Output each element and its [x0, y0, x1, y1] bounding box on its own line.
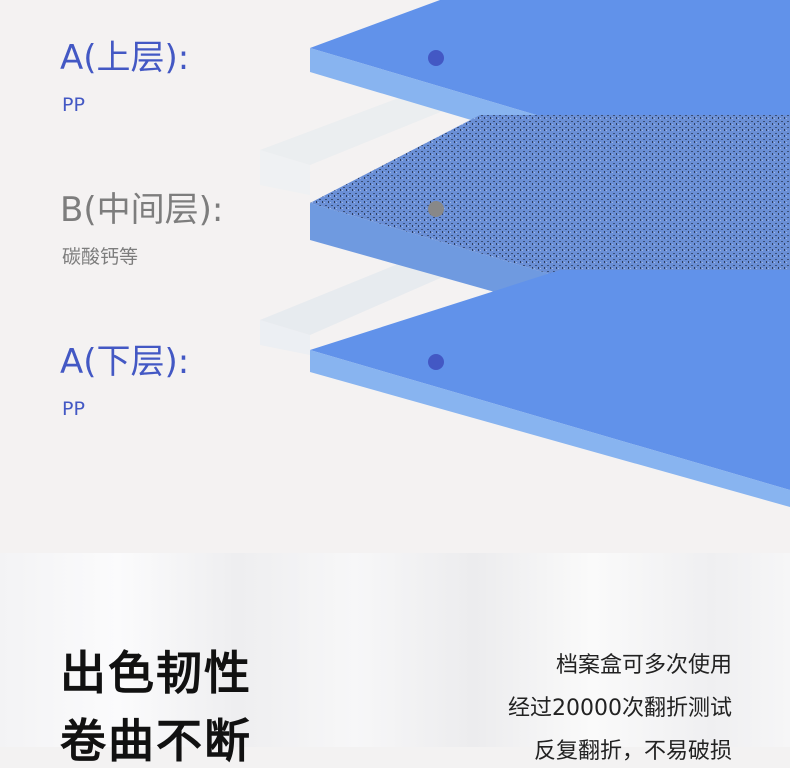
ghost-layer	[260, 150, 310, 195]
feature-desc-line1: 档案盒可多次使用	[555, 653, 732, 678]
layer-a-bottom-label: A(下层):	[60, 342, 190, 382]
layer-a-bottom-material: PP	[62, 398, 85, 420]
layer-a-top-material: PP	[62, 94, 85, 116]
ghost-layer	[260, 90, 470, 165]
marker-dot-bottom	[428, 354, 444, 370]
layer-b-middle-material: 碳酸钙等	[62, 246, 139, 268]
feature-desc-line2: 经过20000次翻折测试	[508, 696, 732, 721]
layer-b-middle-label: B(中间层):	[60, 190, 224, 230]
marker-dot-top	[428, 50, 444, 66]
feature-title-line2: 卷曲不断	[60, 714, 252, 768]
marker-dot-middle	[428, 201, 444, 217]
ghost-layer	[260, 320, 310, 355]
layer-diagram-section: A(上层): PP B(中间层): 碳酸钙等 A(下层): PP	[60, 0, 790, 507]
bottom-layer-edge	[310, 350, 790, 507]
feature-title-line1: 出色韧性	[60, 646, 252, 700]
layer-a-top-label: A(上层):	[60, 38, 190, 78]
material-layers-illustration	[195, 0, 790, 507]
bottom-layer-face	[310, 270, 790, 490]
feature-desc-line3: 反复翻折，不易破损	[533, 739, 732, 764]
ghost-layer	[260, 255, 470, 335]
toughness-feature-section: 出色韧性 卷曲不断 档案盒可多次使用 经过20000次翻折测试 反复翻折，不易破…	[0, 553, 790, 767]
